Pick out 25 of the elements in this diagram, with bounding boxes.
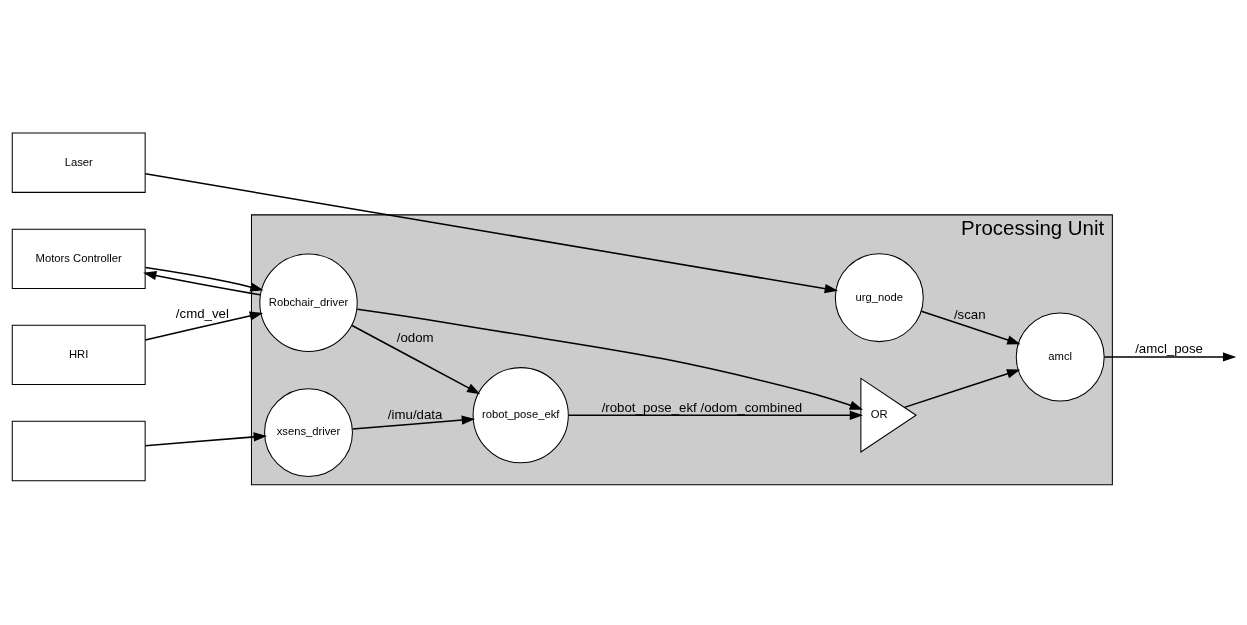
edge-label: /robot_pose_ekf /odom_combined xyxy=(601,399,803,415)
node-box: Laser xyxy=(11,132,146,193)
arrow xyxy=(351,324,481,394)
arrow xyxy=(903,368,1021,408)
arrow xyxy=(356,307,864,410)
node-circle: urg_node xyxy=(834,252,924,342)
arrow xyxy=(144,172,838,293)
arrow xyxy=(920,310,1021,344)
arrow xyxy=(144,310,264,341)
edge-label: /cmd_vel xyxy=(175,305,229,320)
node-circle: Robchair_driver xyxy=(259,253,358,352)
edge-label: /odom xyxy=(396,329,434,345)
edge-label: /imu/data xyxy=(387,406,443,422)
edge-label: /scan xyxy=(953,306,986,322)
arrow xyxy=(144,431,267,446)
node-circle: robot_pose_ekf xyxy=(472,366,569,463)
node-circle: xsens_driver xyxy=(264,387,353,477)
node-box: HRI xyxy=(11,324,146,385)
edge-label: /amcl_pose xyxy=(1135,340,1204,356)
node-box xyxy=(11,420,146,481)
node-box: Motors Controller xyxy=(11,228,146,289)
arrow xyxy=(351,414,475,430)
node-circle: amcl xyxy=(1015,312,1105,401)
arrow xyxy=(1103,351,1237,362)
arrow xyxy=(567,410,864,420)
